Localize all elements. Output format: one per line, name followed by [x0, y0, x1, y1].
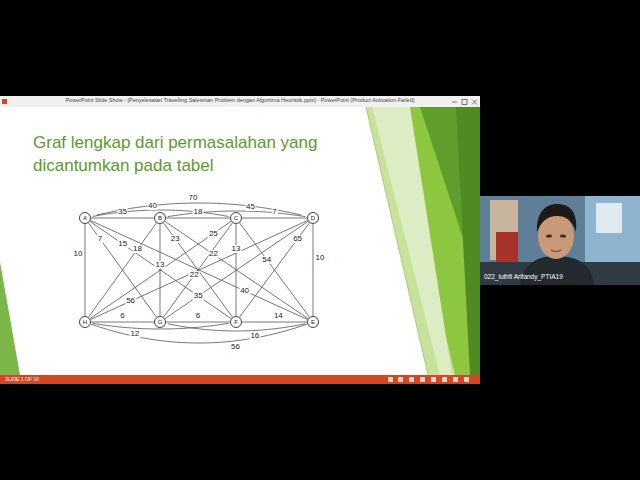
vertex-letter: E — [311, 319, 315, 325]
edge-weight: 7 — [271, 208, 277, 216]
graph-edge — [240, 223, 310, 317]
graph-edge — [313, 224, 314, 316]
edge-weight: 13 — [155, 261, 166, 269]
graph-edge — [164, 223, 233, 317]
edge-weight: 6 — [195, 312, 201, 320]
edge-weight: 22 — [208, 250, 219, 258]
slide-ground — [0, 107, 480, 375]
edge-weight: 16 — [249, 332, 260, 340]
edge-weight: 14 — [273, 312, 284, 320]
window-buttons — [452, 100, 477, 105]
edge-weight: 40 — [239, 287, 250, 295]
vertex-letter: B — [158, 215, 162, 221]
edge-weight: 12 — [129, 330, 140, 338]
edge-weight: 23 — [170, 235, 181, 243]
edge-weight: 54 — [261, 256, 272, 264]
graph-edge — [240, 223, 310, 317]
graph-edge — [90, 221, 231, 318]
participant-name: 022_luthfi Arifandy_PTIA19 — [484, 274, 563, 281]
vertex-letter: C — [234, 215, 238, 221]
edge-weight: 22 — [189, 271, 200, 279]
edge-weight: 40 — [147, 202, 158, 210]
graph-edge — [89, 223, 157, 317]
edge-weight: 56 — [230, 343, 241, 351]
vertex-circle: D — [307, 212, 319, 224]
graph-edge — [91, 324, 308, 343]
edge-weight: 18 — [193, 208, 204, 216]
edge-weight: 25 — [208, 230, 219, 238]
vertex-letter: D — [311, 215, 315, 221]
graph-edge — [166, 322, 230, 323]
edge-weight: 7 — [97, 235, 103, 243]
edge-weight: 18 — [132, 245, 143, 253]
edge-weight: 35 — [117, 208, 128, 216]
graph-edge — [91, 322, 154, 323]
edge-weight: 70 — [188, 194, 199, 202]
edge-weight: 6 — [119, 312, 125, 320]
vertex-letter: F — [234, 319, 238, 325]
vertex-circle: F — [230, 316, 242, 328]
graph-edge — [165, 221, 308, 318]
slide-counter: SLIDE 1 OF 10 — [5, 377, 39, 382]
status-icons — [388, 377, 469, 382]
vertex-circle: G — [154, 316, 166, 328]
vertex-circle: C — [230, 212, 242, 224]
vertex-circle: E — [307, 316, 319, 328]
vertex-circle: A — [79, 212, 91, 224]
webcam-picture — [480, 196, 640, 285]
edge-weight: 15 — [117, 240, 128, 248]
graph-edge — [165, 221, 308, 318]
graph-edge — [242, 322, 307, 323]
graph-edge — [89, 223, 157, 317]
edge-weight: 45 — [245, 203, 256, 211]
graph-edge — [85, 224, 86, 316]
vertex-circle: B — [154, 212, 166, 224]
app-icon — [2, 99, 7, 104]
edge-weight: 10 — [315, 254, 326, 262]
graph-edge — [242, 218, 307, 219]
vertex-letter: H — [83, 319, 87, 325]
edge-weight: 65 — [292, 235, 303, 243]
edge-weight: 56 — [125, 297, 136, 305]
vertex-letter: G — [158, 319, 163, 325]
vertex-circle: H — [79, 316, 91, 328]
window-title: PowerPoint Slide Show - [Penyelesaian Tr… — [0, 98, 480, 104]
window-titlebar — [0, 96, 480, 107]
vertex-letter: A — [83, 215, 87, 221]
graph-edge — [91, 218, 154, 219]
slide-decoration — [0, 107, 480, 375]
graph-edge — [166, 218, 230, 219]
slide-title: Graf lengkap dari permasalahan yang dica… — [33, 132, 345, 178]
edge-weight: 13 — [231, 245, 242, 253]
edge-weight: 10 — [73, 250, 84, 258]
graph-edge — [96, 203, 301, 215]
edge-weight: 35 — [193, 292, 204, 300]
graph-edge — [164, 223, 233, 317]
graph-edge — [90, 221, 231, 318]
status-bar — [0, 375, 480, 384]
